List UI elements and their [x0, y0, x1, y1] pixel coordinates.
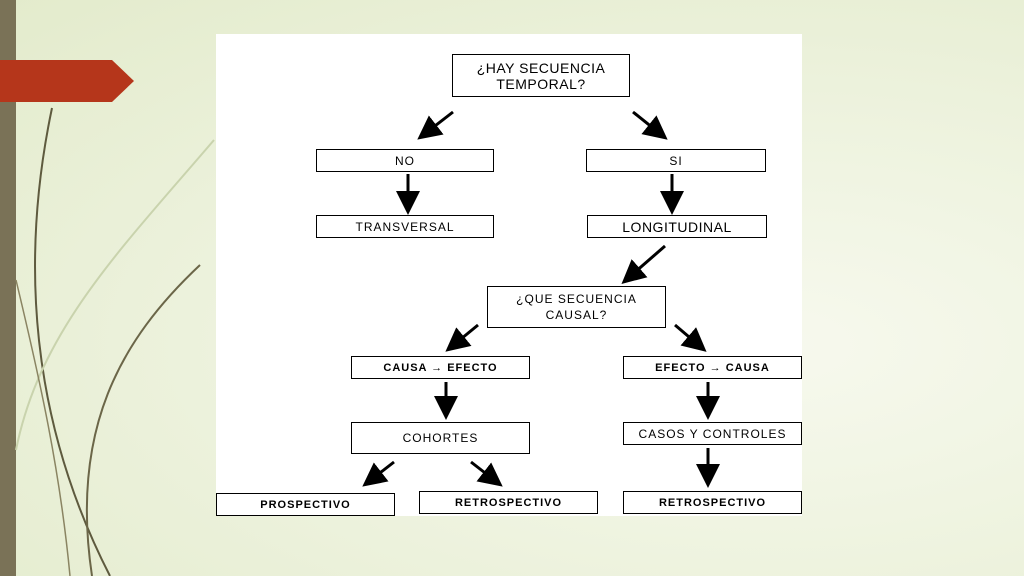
- side-decoration-bar: [0, 0, 16, 576]
- node-si: SI: [586, 149, 766, 172]
- node-efecto-causa: EFECTO → CAUSA: [623, 356, 802, 379]
- arrow-question-to-si: [632, 110, 668, 140]
- node-retrospectivo-casos: RETROSPECTIVO: [623, 491, 802, 514]
- node-causal-question: ¿QUE SECUENCIA CAUSAL?: [487, 286, 666, 328]
- arrow-longitudinal-to-causal: [621, 244, 666, 284]
- node-no: NO: [316, 149, 494, 172]
- flowchart-panel: ¿HAY SECUENCIA TEMPORAL? NO SI TRANSVERS…: [216, 34, 802, 516]
- arrow-cohortes-to-prospectivo: [362, 460, 395, 487]
- node-temporal-question: ¿HAY SECUENCIA TEMPORAL?: [452, 54, 630, 97]
- arrow-cohortes-to-retrospectivo: [470, 460, 503, 487]
- node-prospectivo: PROSPECTIVO: [216, 493, 395, 516]
- node-causa-efecto: CAUSA → EFECTO: [351, 356, 530, 379]
- node-retrospectivo-cohortes: RETROSPECTIVO: [419, 491, 598, 514]
- node-longitudinal: LONGITUDINAL: [587, 215, 767, 238]
- arrow-causal-to-efecto-causa: [674, 323, 707, 352]
- accent-arrow-tab: [0, 60, 134, 102]
- flowchart-arrows: [362, 110, 720, 488]
- node-cohortes: COHORTES: [351, 422, 530, 454]
- arrow-causal-to-causa-efecto: [445, 323, 479, 352]
- node-transversal: TRANSVERSAL: [316, 215, 494, 238]
- arrow-question-to-no: [417, 110, 454, 140]
- decorative-swooshes: [15, 107, 215, 576]
- node-casos-controles: CASOS Y CONTROLES: [623, 422, 802, 445]
